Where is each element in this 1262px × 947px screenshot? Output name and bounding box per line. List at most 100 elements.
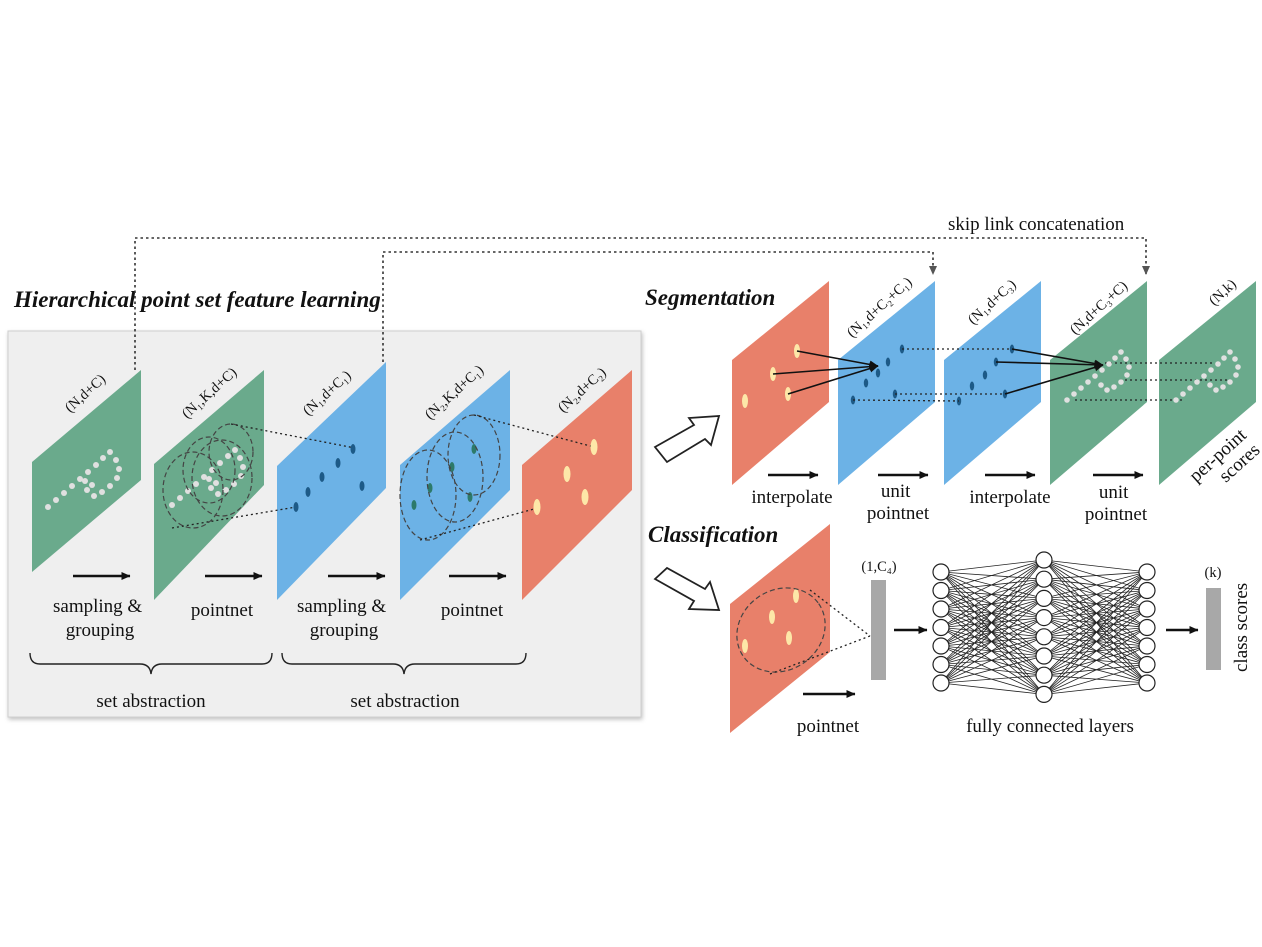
fc-neuron (1138, 581, 1156, 600)
fc-edge (1043, 645, 1148, 695)
fc-network-edges (940, 559, 1148, 695)
seg-step-interpolate-1: interpolate (751, 487, 832, 508)
seg-plane-output (1159, 281, 1256, 485)
fc-neuron (1035, 589, 1053, 608)
fc-edge (940, 559, 1045, 610)
step-pointnet-2: pointnet (441, 600, 504, 621)
fc-neuron (932, 563, 950, 581)
fc-edge (940, 559, 1045, 665)
fc-neuron (1035, 608, 1053, 627)
seg-plane-unit-pointnet-1 (944, 281, 1041, 485)
grouping-circles-1 (162, 423, 254, 529)
fc-edge (940, 559, 1045, 591)
fc-edge (940, 559, 1045, 684)
skip-link-connectors (134, 237, 1150, 370)
seg-plane-interpolated-2 (1050, 281, 1147, 485)
fc-edge (940, 598, 1045, 684)
fc-neuron (1035, 628, 1053, 646)
fc-neuron (1138, 637, 1156, 655)
class-scores-label: class scores (1231, 583, 1252, 672)
fc-edge (940, 559, 1045, 647)
fc-neuron (1035, 647, 1053, 665)
skip-link-label: skip link concatenation (948, 214, 1125, 235)
fc-edge (940, 674, 1045, 684)
cross-plane-dotted-links (852, 348, 1230, 402)
seg-step-unit-pointnet-2: unit pointnet (1085, 482, 1148, 525)
fc-neuron (1138, 600, 1156, 618)
fc-edge (1043, 627, 1148, 695)
cls-plane-input (730, 524, 830, 733)
cls-grouping-circle (736, 587, 826, 673)
fc-neuron (1035, 685, 1053, 704)
fc-edge (940, 617, 1045, 684)
seg-features-points-1 (850, 344, 905, 405)
interpolation-lines-1 (772, 350, 879, 395)
hollow-arrow-to-segmentation (653, 415, 721, 464)
fc-neuron (932, 618, 950, 637)
set-abstraction-braces (29, 652, 527, 675)
grouped-point-cloud (169, 447, 246, 508)
fc-neuron (932, 637, 950, 655)
fc-neuron (1138, 674, 1156, 692)
fc-neuron (932, 655, 950, 674)
centroid-features-2 (533, 439, 598, 515)
fc-edge (1043, 571, 1148, 618)
fc-neuron (1035, 551, 1053, 569)
fc-neuron (932, 581, 950, 600)
fc-edge (940, 655, 1045, 684)
global-feature-vector (871, 580, 886, 680)
fc-edge (940, 559, 1045, 628)
fc-layers-label: fully connected layers (966, 716, 1134, 737)
seg-step-interpolate-2: interpolate (969, 487, 1050, 508)
projection-lines-1 (171, 423, 356, 529)
set-abstraction-label-2: set abstraction (350, 691, 460, 712)
set-abstraction-label-1: set abstraction (96, 691, 206, 712)
seg-output-points (1173, 349, 1241, 403)
fc-edge (1043, 571, 1148, 657)
fc-edge (1043, 664, 1148, 695)
fc-edge (1043, 571, 1148, 676)
centroid-features-1 (293, 444, 365, 512)
seg-plane-input (732, 281, 829, 485)
output-dim: (k) (1205, 565, 1222, 581)
cls-pointnet-label: pointnet (797, 716, 860, 737)
plane-features-1 (277, 362, 386, 600)
fc-network-nodes (932, 551, 1156, 704)
step-sampling-grouping-1: sampling & grouping (53, 596, 147, 641)
fc-neuron (932, 600, 950, 618)
seg-step-unit-pointnet-1: unit pointnet (867, 481, 930, 524)
projection-lines-2 (419, 414, 595, 541)
seg-upsampled-points (1064, 349, 1132, 403)
segmentation-title: Segmentation (645, 285, 775, 310)
cls-input-points (742, 589, 799, 653)
step-sampling-grouping-2: sampling & grouping (297, 596, 391, 641)
input-point-cloud (45, 449, 122, 510)
fc-edge (1043, 571, 1148, 599)
fc-edge (1043, 559, 1148, 573)
fc-edge (1043, 571, 1148, 580)
class-scores-vector (1206, 588, 1221, 670)
fc-neuron (932, 674, 950, 692)
plane-features-2 (522, 370, 632, 600)
fc-neuron (1138, 655, 1156, 674)
classification-title: Classification (648, 522, 778, 547)
fc-edge (940, 682, 1045, 695)
interpolation-lines-2 (995, 348, 1104, 395)
fc-edge (940, 636, 1045, 684)
fc-neuron (1035, 570, 1053, 588)
fc-neuron (1138, 618, 1156, 637)
fc-neuron (1035, 666, 1053, 684)
fc-edge (1043, 682, 1148, 695)
fc-edge (1043, 571, 1148, 695)
plane-grouped-points-1 (154, 370, 264, 600)
fc-edge (940, 559, 1045, 573)
step-pointnet-1: pointnet (191, 600, 254, 621)
hierarchical-title: Hierarchical point set feature learning (13, 287, 381, 312)
fc-edge (1043, 571, 1148, 638)
grouped-features-2 (411, 444, 477, 510)
fc-edge (1043, 608, 1148, 695)
hollow-arrow-to-classification (653, 566, 721, 611)
global-feature-dim: (1,C₄) (861, 559, 896, 575)
seg-plane-interpolated-1 (838, 281, 935, 485)
